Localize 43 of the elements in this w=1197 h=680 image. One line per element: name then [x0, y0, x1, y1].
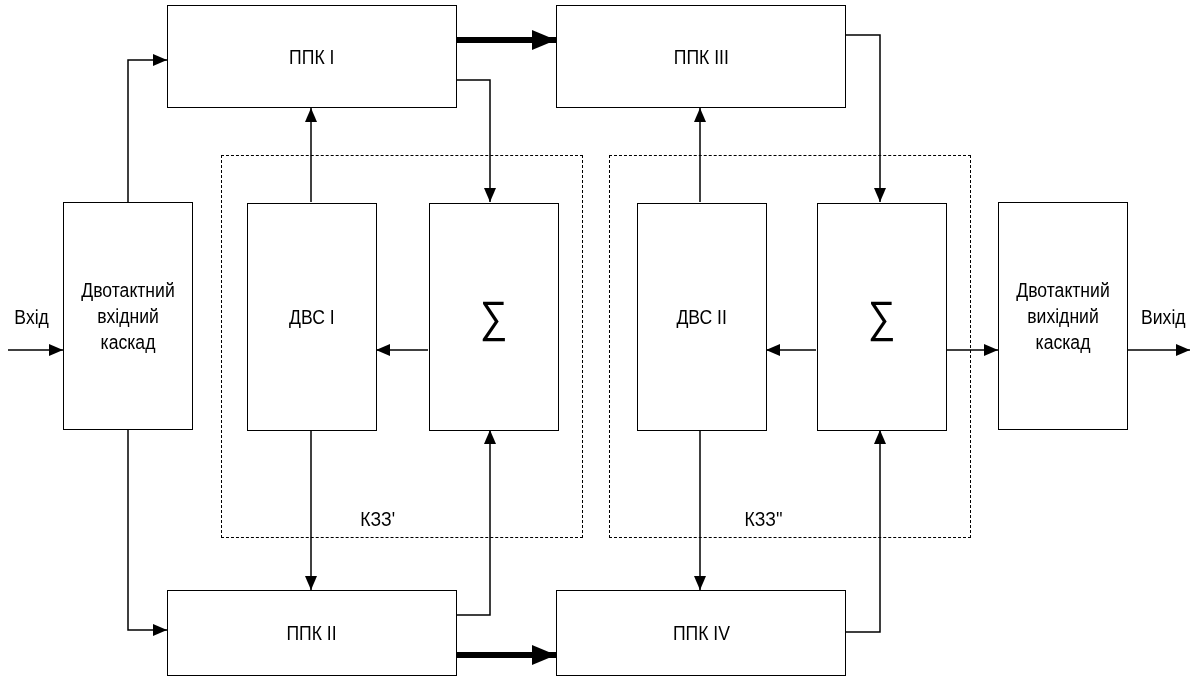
block-label: Двотактний вихідний каскад: [1015, 278, 1111, 355]
arrow: [305, 429, 317, 591]
arrow: [765, 344, 817, 356]
arrow: [127, 54, 168, 203]
block-label: ДВС I: [288, 305, 336, 330]
block-box: [637, 203, 767, 431]
block-label: Двотактний вхідний каскад: [80, 278, 176, 355]
summator-box: [817, 203, 947, 431]
edge-label: Вихід: [1141, 306, 1186, 329]
block-box: [998, 202, 1128, 430]
dashed-group-frame: [221, 155, 583, 538]
block-box: [556, 590, 846, 676]
sum-symbol: ∑: [867, 291, 897, 344]
dashed-group-frame: [609, 155, 971, 538]
edge-label: Вхід: [14, 306, 49, 329]
summator-box: [429, 203, 559, 431]
arrow: [305, 107, 317, 203]
thick-arrow: [457, 30, 556, 50]
arrow: [127, 429, 168, 636]
arrow: [694, 107, 706, 203]
block-label: ППК IV: [671, 621, 731, 646]
group-label: КЗЗ'': [744, 508, 783, 531]
arrow: [456, 79, 496, 203]
arrow: [1127, 344, 1191, 356]
block-label: ППК II: [285, 621, 339, 646]
arrow: [7, 344, 64, 356]
thick-arrow: [457, 645, 556, 665]
arrow: [456, 429, 496, 616]
block-label: ППК I: [288, 44, 336, 70]
group-label: КЗЗ': [359, 508, 395, 531]
arrow: [945, 344, 999, 356]
block-label: ДВС II: [675, 305, 729, 330]
block-label: ППК III: [672, 44, 730, 70]
block-box: [167, 5, 457, 108]
arrow: [375, 344, 429, 356]
arrow: [845, 34, 886, 203]
arrow: [694, 429, 706, 591]
block-box: [247, 203, 377, 431]
arrow: [845, 429, 886, 633]
sum-symbol: ∑: [479, 291, 509, 344]
block-box: [556, 5, 846, 108]
block-box: [63, 202, 193, 430]
block-box: [167, 590, 457, 676]
